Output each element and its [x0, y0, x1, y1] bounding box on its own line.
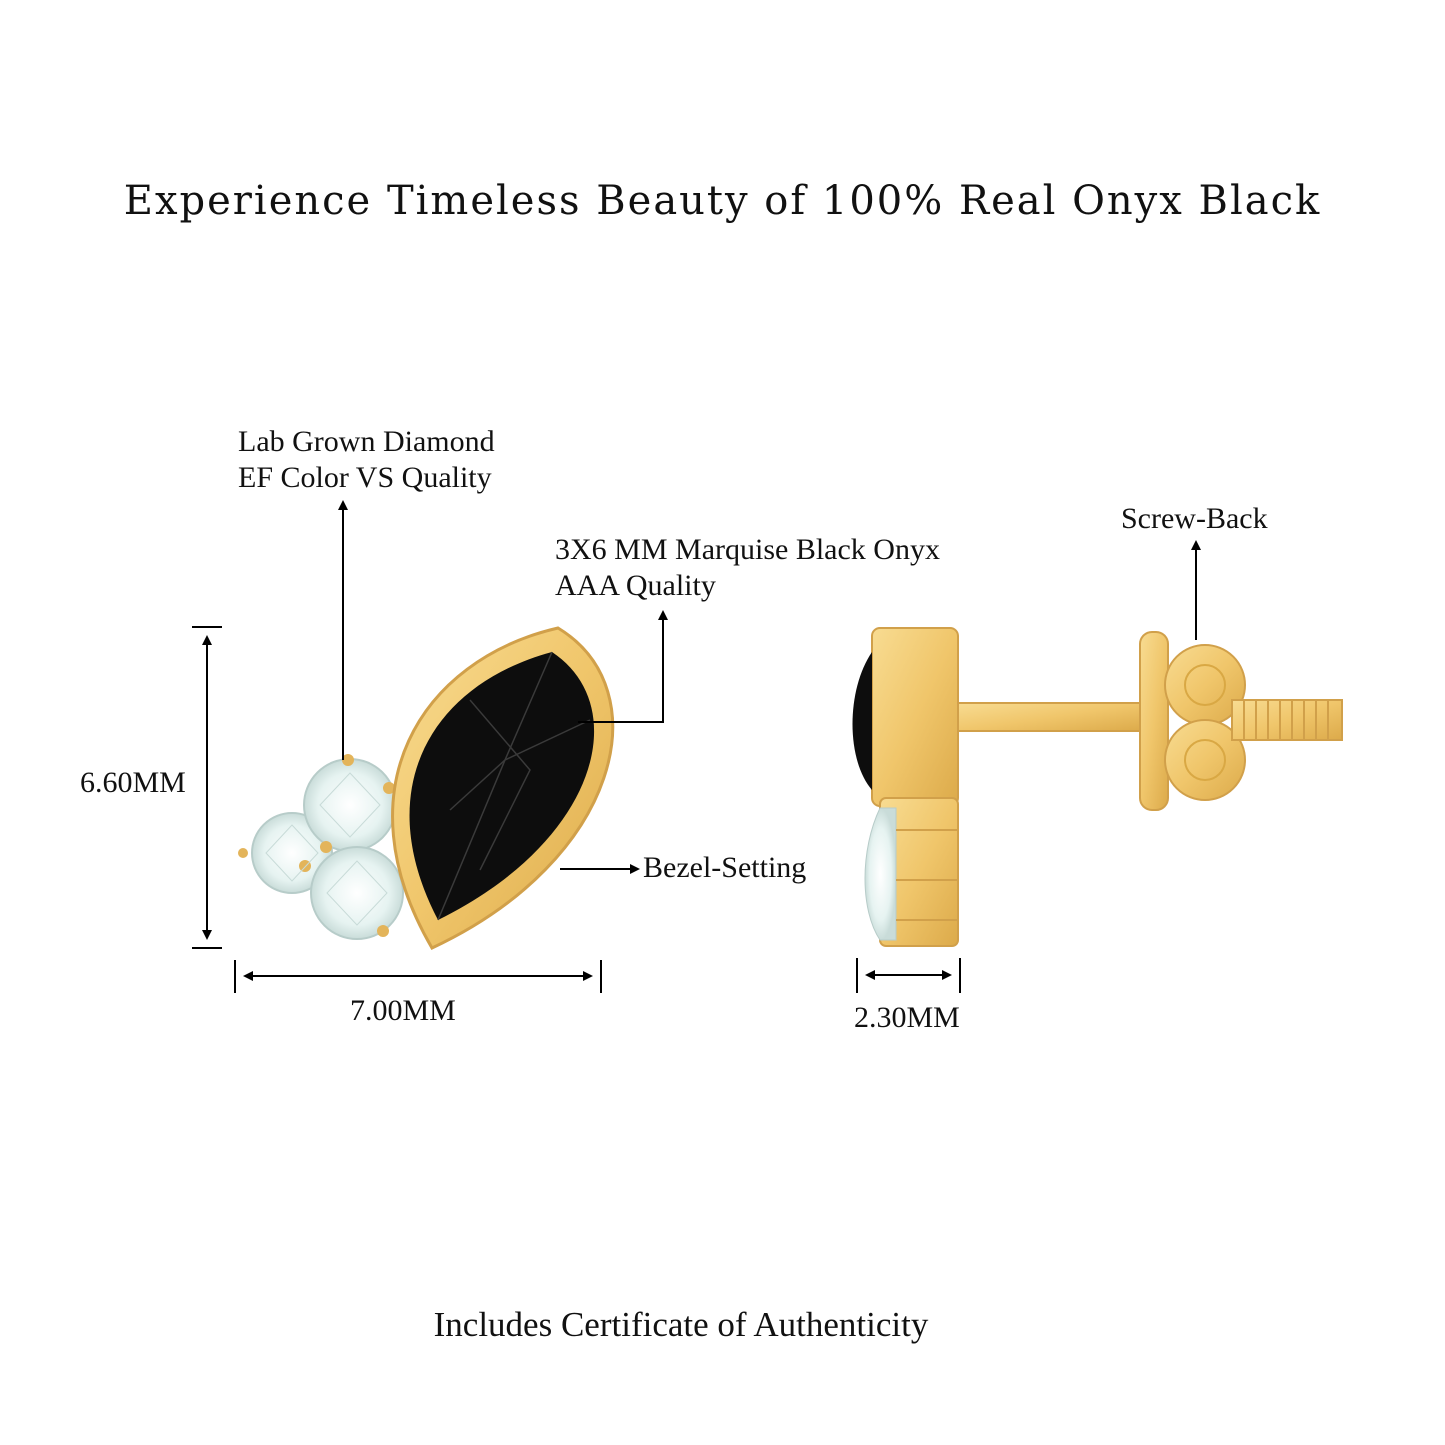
- screw-back-label: Screw-Back: [1121, 502, 1268, 535]
- width-dimension-label: 7.00MM: [350, 994, 456, 1027]
- onyx-callout-line: [578, 610, 668, 723]
- footer-text: Includes Certificate of Authenticity: [433, 1305, 929, 1344]
- bezel-label: Bezel-Setting: [643, 851, 807, 884]
- diamond-cluster: [238, 754, 404, 940]
- front-view-earring: [238, 626, 615, 950]
- diamond-label: Lab Grown Diamond EF Color VS Quality: [238, 424, 495, 496]
- diamond-label-line1: Lab Grown Diamond: [238, 425, 495, 458]
- post: [957, 702, 1144, 732]
- side-view-earring: [852, 627, 1343, 947]
- page-title: Experience Timeless Beauty of 100% Real …: [123, 178, 1322, 224]
- height-dimension-label: 6.60MM: [80, 766, 186, 799]
- onyx-label-line1: 3X6 MM Marquise Black Onyx: [555, 533, 940, 566]
- onyx-label: 3X6 MM Marquise Black Onyx AAA Quality: [555, 532, 940, 604]
- depth-dimension-label: 2.30MM: [854, 1001, 960, 1034]
- screw-back: [1139, 631, 1343, 811]
- onyx-stone: [409, 652, 595, 920]
- diamond-label-line2: EF Color VS Quality: [238, 461, 492, 494]
- onyx-label-line2: AAA Quality: [555, 569, 716, 602]
